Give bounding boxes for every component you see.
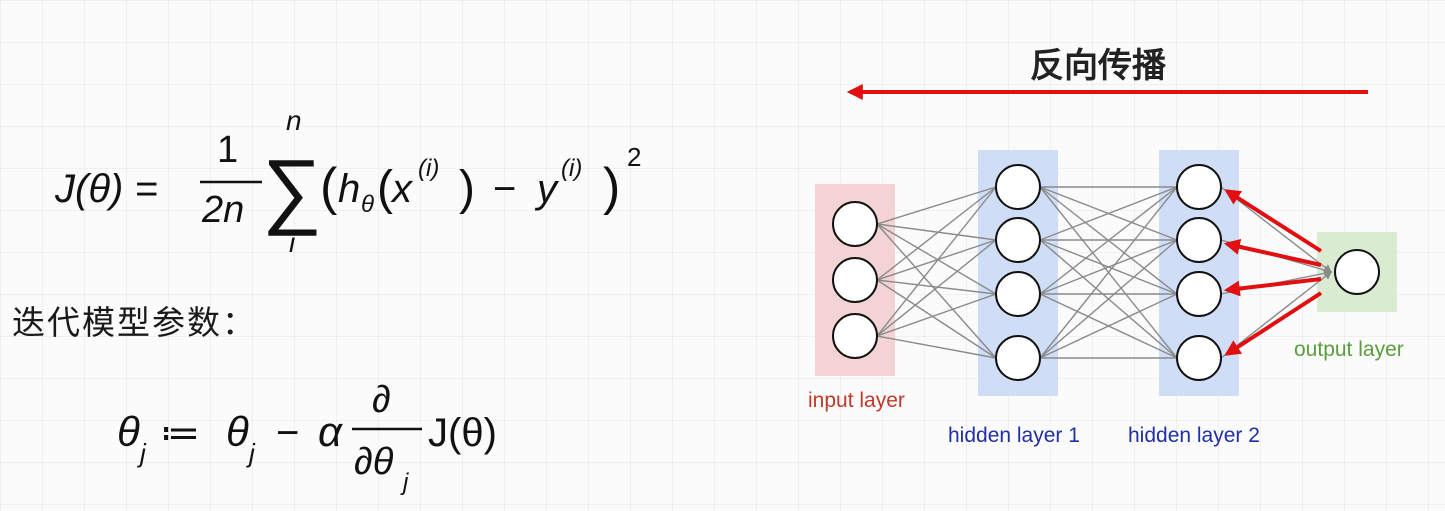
sum-symbol: ∑ (262, 142, 322, 236)
network-edge (876, 335, 997, 359)
y-superscript: (i) (561, 155, 582, 182)
open-paren: ( (320, 158, 338, 216)
frac-numerator: 1 (217, 129, 238, 171)
input-layer-label: input layer (808, 389, 905, 412)
network-edge (1039, 186, 1178, 359)
neuron-node (1176, 164, 1222, 210)
h-subscript: θ (361, 191, 374, 218)
h-symbol: h (338, 167, 360, 211)
minus-sign: − (493, 167, 516, 211)
neuron-node (832, 201, 878, 247)
network-nodes (832, 164, 1380, 381)
network-edge (1039, 239, 1178, 295)
alpha-symbol: α (318, 408, 343, 455)
network-edge (876, 279, 997, 359)
cost-lhs: J(θ) = (54, 167, 158, 211)
output-layer-label: output layer (1294, 338, 1404, 361)
neuron-node (832, 313, 878, 359)
theta-lhs: θ (117, 408, 140, 455)
power: 2 (627, 142, 641, 172)
cost-function-formula: J(θ) = 1 2n n ∑ i ( h θ ( x (i) ) − y (i… (54, 105, 641, 258)
network-edge (876, 186, 997, 281)
partial-denominator: ∂θ (354, 441, 394, 483)
hidden-layer-2-label: hidden layer 2 (1128, 424, 1260, 447)
backprop-gradient-arrows (1223, 189, 1323, 356)
iterate-params-label: 迭代模型参数： (12, 303, 257, 342)
x-close-paren: ) (459, 162, 475, 215)
network-edge (1039, 293, 1178, 359)
network-edge (876, 186, 997, 225)
backprop-gradient-arrow (1223, 238, 1322, 267)
backprop-gradient-arrow (1224, 291, 1323, 356)
neuron-node (995, 271, 1041, 317)
backprop-title: 反向传播 (1030, 46, 1166, 86)
frac-denominator: 2n (201, 189, 244, 231)
network-edge (876, 239, 997, 337)
neuron-node (995, 217, 1041, 263)
network-edge (1039, 239, 1178, 359)
partial-denominator-subscript: j (400, 469, 409, 496)
backprop-gradient-arrow (1223, 277, 1322, 297)
partial-numerator: ∂ (372, 379, 391, 421)
network-edge (1039, 186, 1178, 241)
neuron-node (995, 335, 1041, 381)
network-edge (876, 223, 997, 295)
j-function: J(θ) (428, 411, 497, 455)
hidden-layer-1-label: hidden layer 1 (948, 424, 1080, 447)
x-superscript: (i) (418, 155, 439, 182)
network-edge (876, 279, 997, 295)
assign-symbol: ≔ (160, 411, 200, 455)
close-paren: ) (603, 158, 620, 216)
network-edge (1039, 186, 1178, 295)
theta-lhs-subscript: j (137, 438, 147, 468)
backprop-gradient-arrow (1224, 189, 1323, 253)
sum-top: n (286, 105, 302, 136)
neuron-node (832, 257, 878, 303)
x-open-paren: ( (377, 162, 393, 215)
update-minus: − (276, 411, 299, 455)
network-edge (876, 239, 997, 281)
neuron-node (1176, 271, 1222, 317)
theta-rhs: θ (226, 408, 249, 455)
update-rule-formula: θ j ≔ θ j − α ∂ ∂θ j J(θ) (117, 379, 497, 496)
neuron-node (1176, 217, 1222, 263)
theta-rhs-subscript: j (246, 438, 256, 468)
network-edge (876, 223, 997, 359)
x-symbol: x (390, 167, 414, 211)
y-symbol: y (534, 167, 560, 211)
network-edge (876, 293, 997, 337)
neuron-node (1334, 249, 1380, 295)
network-edge (876, 186, 997, 337)
sum-bottom: i (289, 227, 296, 258)
neuron-node (1176, 335, 1222, 381)
neuron-node (995, 164, 1041, 210)
network-edge (876, 223, 997, 241)
network-diagram: input layer hidden layer 1 hidden layer … (808, 84, 1404, 447)
